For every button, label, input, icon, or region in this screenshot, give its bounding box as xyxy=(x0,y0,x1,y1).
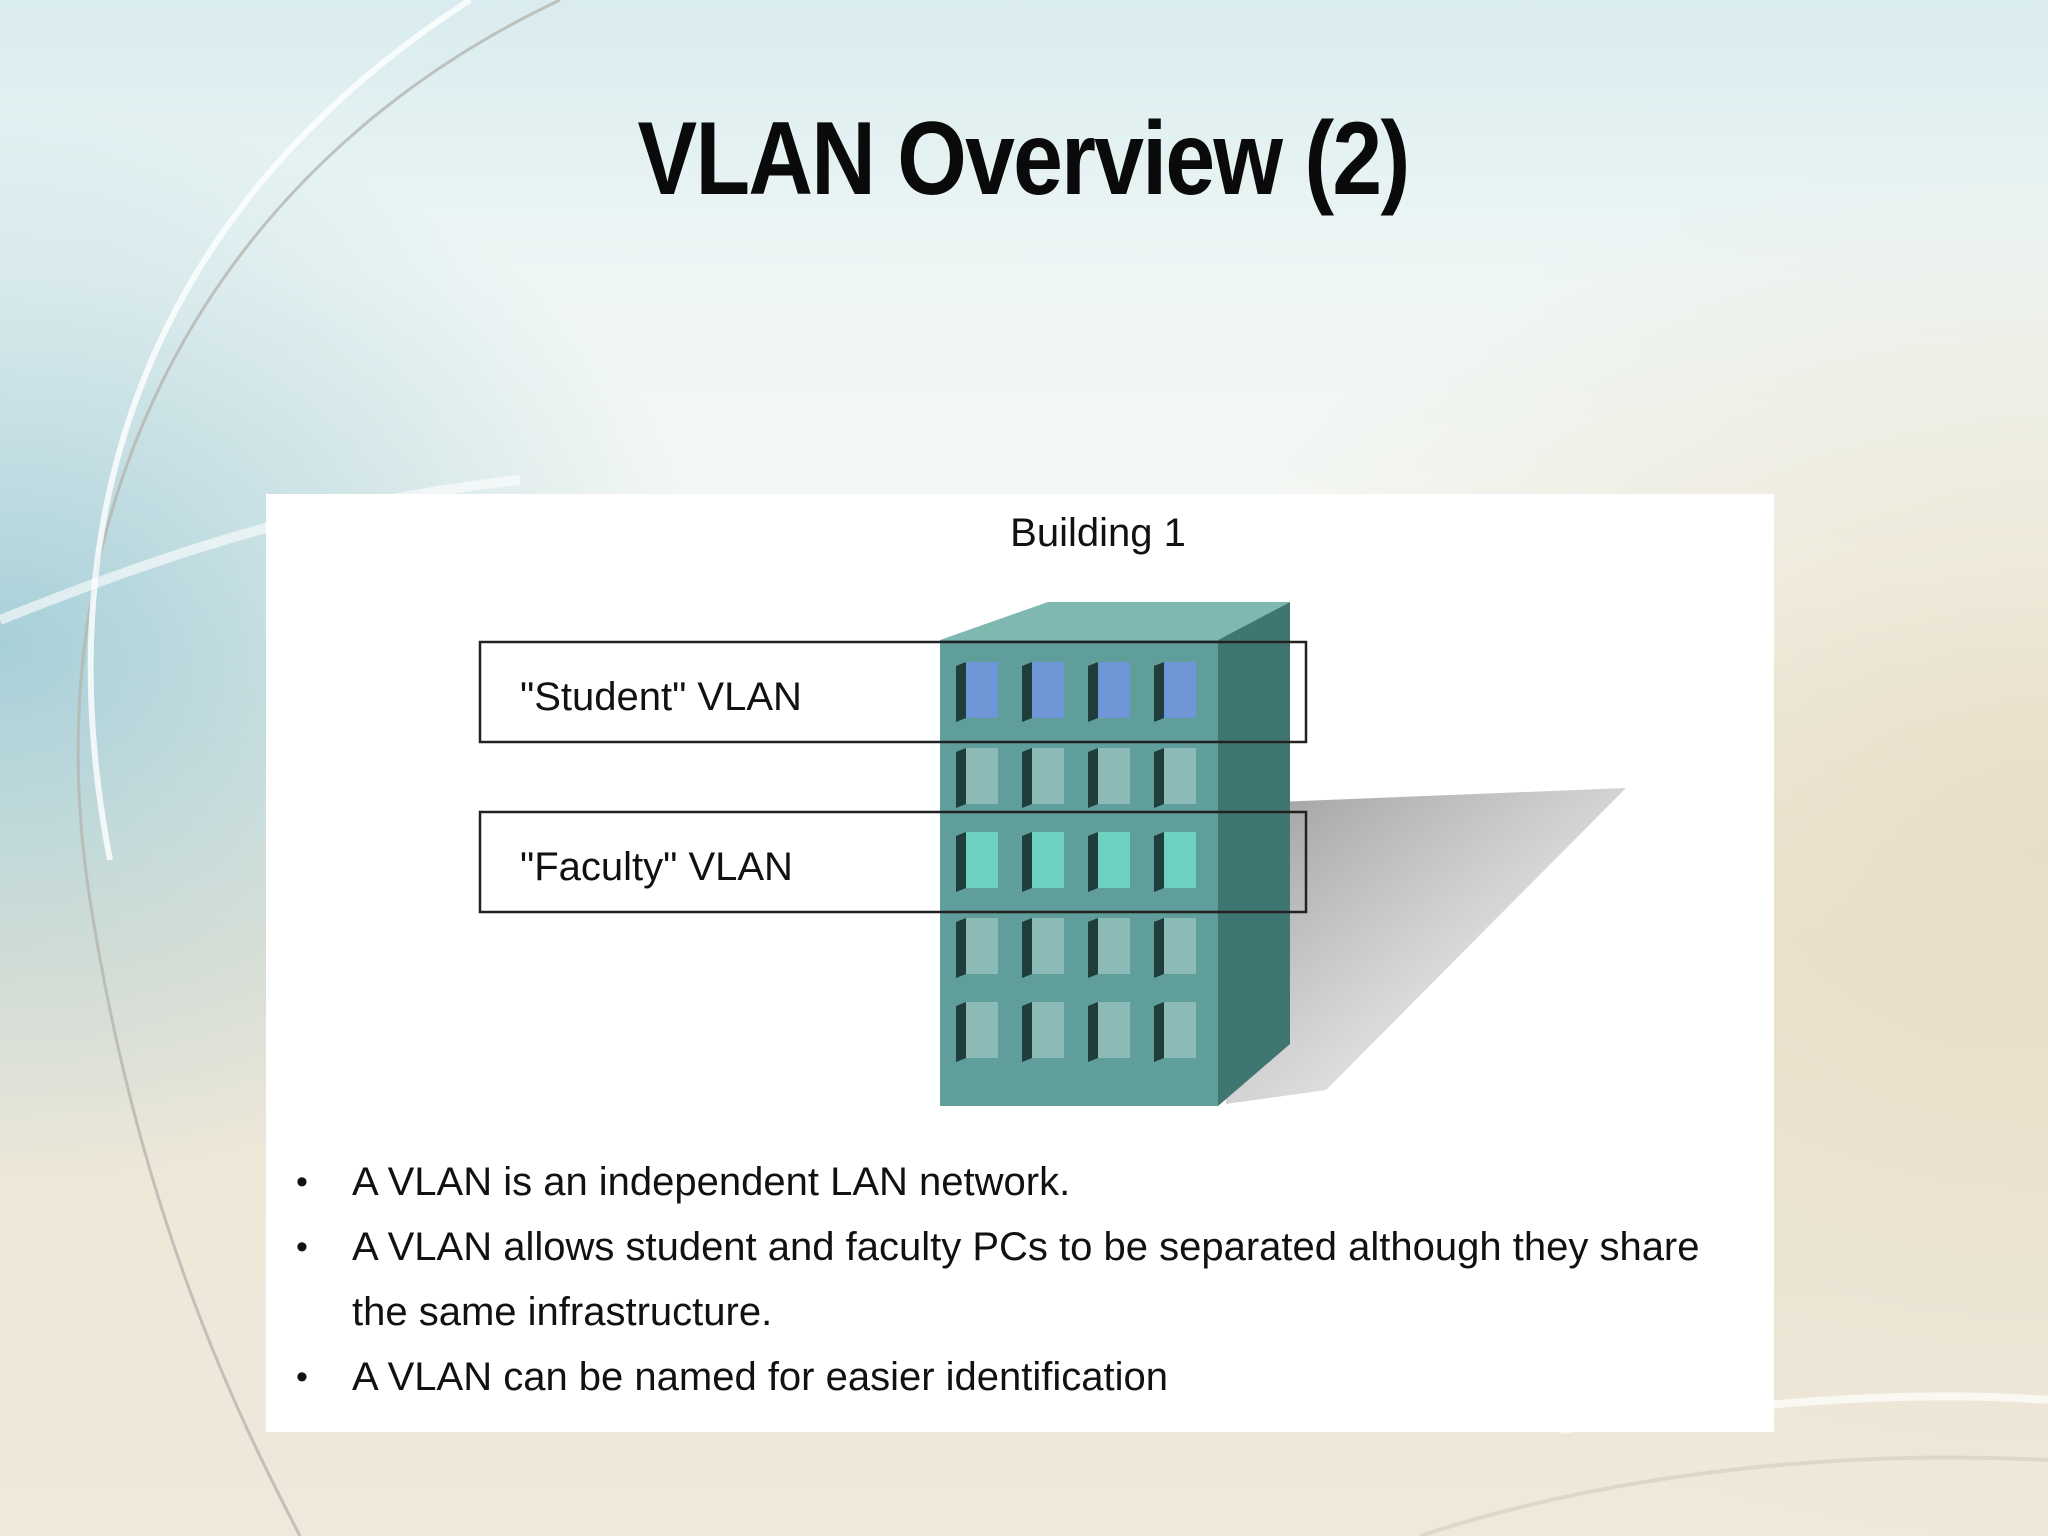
office-window xyxy=(1164,918,1196,974)
office-window xyxy=(966,918,998,974)
window-recess xyxy=(1088,918,1098,978)
window-recess xyxy=(956,662,966,722)
student-vlan-box xyxy=(478,640,1308,744)
bullet-item: • A VLAN allows student and faculty PCs … xyxy=(266,1215,1732,1345)
slide-title: VLAN Overview (2) xyxy=(637,101,1411,217)
faculty-vlan-window xyxy=(1098,832,1130,888)
office-window xyxy=(1098,918,1130,974)
office-window xyxy=(966,748,998,804)
office-window xyxy=(1164,1002,1196,1058)
window-recess xyxy=(956,832,966,892)
building-side xyxy=(1218,602,1290,1106)
student-vlan-window xyxy=(1032,662,1064,718)
bullet-item: • A VLAN is an independent LAN network. xyxy=(266,1150,1732,1215)
window-recess xyxy=(1154,1002,1164,1062)
building-label: Building 1 xyxy=(1010,511,1186,555)
office-window xyxy=(1032,748,1064,804)
office-window xyxy=(1032,1002,1064,1058)
bullet-dot: • xyxy=(296,1358,308,1396)
student-vlan-window xyxy=(1098,662,1130,718)
vlan-building-diagram: Building 1 "Student" VLAN "Faculty" VLAN xyxy=(478,511,1626,1106)
faculty-vlan-window xyxy=(966,832,998,888)
bullet-text: A VLAN allows student and faculty PCs to… xyxy=(352,1225,1700,1334)
faculty-vlan-window xyxy=(1032,832,1064,888)
window-recess xyxy=(1088,832,1098,892)
student-vlan-window xyxy=(1164,662,1196,718)
student-vlan-window xyxy=(966,662,998,718)
window-recess xyxy=(1154,918,1164,978)
bullet-text: A VLAN can be named for easier identific… xyxy=(352,1355,1169,1399)
office-window xyxy=(1098,748,1130,804)
window-recess xyxy=(956,918,966,978)
window-recess xyxy=(956,1002,966,1062)
student-vlan-label: "Student" VLAN xyxy=(520,675,802,719)
bullet-dot: • xyxy=(296,1163,308,1201)
building-windows xyxy=(956,662,1196,1062)
bullet-dot: • xyxy=(296,1228,308,1266)
content-panel: Building 1 "Student" VLAN "Faculty" VLAN… xyxy=(266,494,1774,1432)
window-recess xyxy=(1154,662,1164,722)
office-window xyxy=(1098,1002,1130,1058)
building-shadow xyxy=(1226,788,1626,1104)
bullet-text: A VLAN is an independent LAN network. xyxy=(352,1160,1071,1204)
window-recess xyxy=(1022,662,1032,722)
building-top xyxy=(940,602,1290,640)
window-recess xyxy=(1088,1002,1098,1062)
bullet-list: • A VLAN is an independent LAN network. … xyxy=(266,1150,1774,1410)
window-recess xyxy=(1154,748,1164,808)
window-recess xyxy=(1088,662,1098,722)
faculty-vlan-label: "Faculty" VLAN xyxy=(520,845,793,889)
office-window xyxy=(966,1002,998,1058)
window-recess xyxy=(1022,918,1032,978)
faculty-vlan-window xyxy=(1164,832,1196,888)
office-window xyxy=(1032,918,1064,974)
window-recess xyxy=(1022,748,1032,808)
window-recess xyxy=(1022,832,1032,892)
window-recess xyxy=(1022,1002,1032,1062)
office-window xyxy=(1164,748,1196,804)
bullet-item: • A VLAN can be named for easier identif… xyxy=(266,1345,1732,1410)
window-recess xyxy=(1088,748,1098,808)
faculty-vlan-box xyxy=(478,810,1308,914)
window-recess xyxy=(956,748,966,808)
window-recess xyxy=(1154,832,1164,892)
